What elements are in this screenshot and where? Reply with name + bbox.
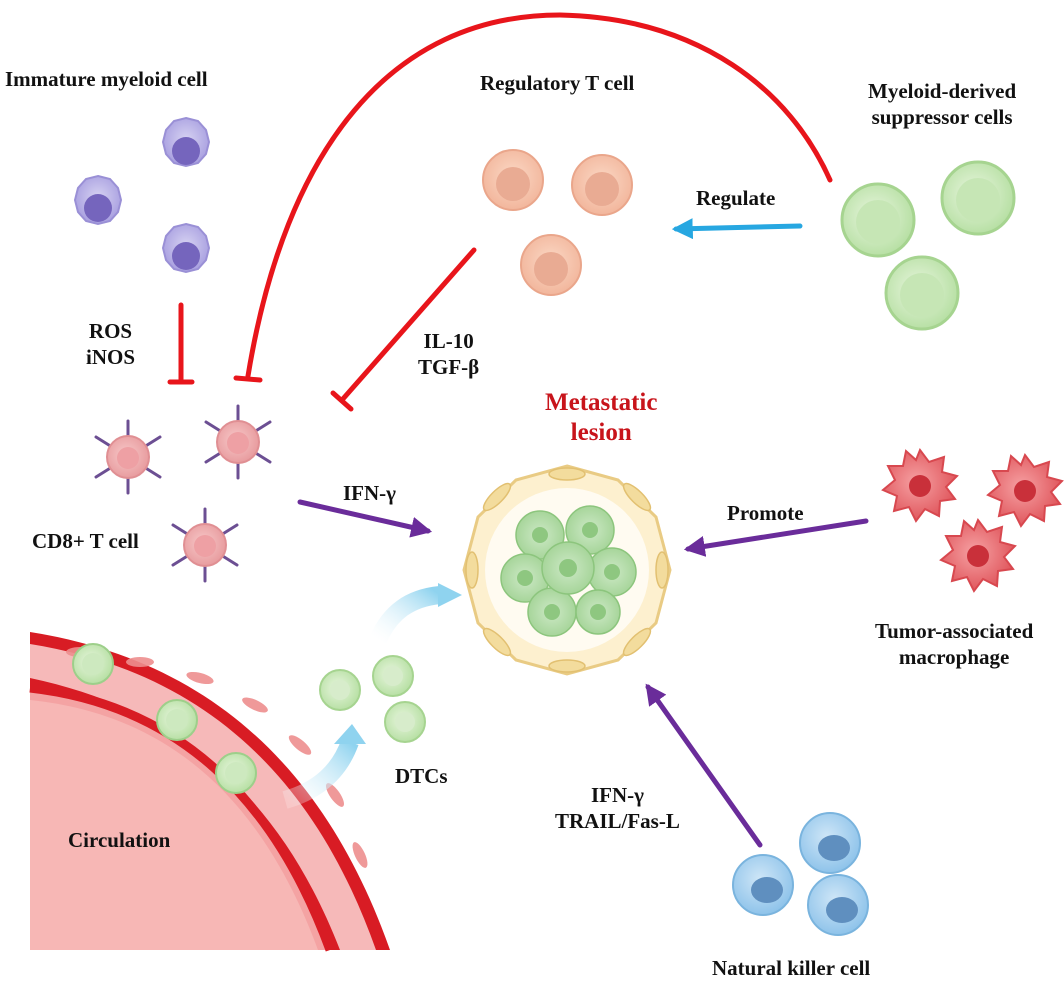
tumor-associated-macrophage-icon: [881, 447, 1064, 593]
label-metastatic-line2: lesion: [570, 419, 632, 446]
label-cd8: CD8+ T cell: [32, 529, 139, 553]
label-mdsc: Myeloid-derived suppressor cells: [868, 78, 1016, 130]
label-promote: Promote: [727, 501, 804, 525]
label-trail: TRAIL/Fas-L: [555, 809, 680, 833]
circulating-cells: [72, 643, 257, 794]
mdsc-cell-icon: [840, 160, 1016, 331]
regulate-arrow: [671, 218, 803, 240]
label-circulation: Circulation: [68, 828, 171, 852]
label-regulatory-t: Regulatory T cell: [480, 71, 635, 95]
regulatory-t-cell-icon: [482, 149, 633, 296]
label-ros: ROS: [88, 319, 133, 343]
label-dtcs: DTCs: [395, 764, 448, 788]
blood-vessel-icon: [29, 632, 390, 952]
promote-arrows: [297, 499, 869, 848]
label-immature-myeloid: Immature myeloid cell: [5, 67, 208, 91]
immature-myeloid-cell-icon: [73, 116, 211, 274]
label-metastatic-lesion: Metastatic lesion: [545, 388, 657, 448]
label-ifng-nk: IFN-γ: [590, 783, 644, 807]
label-tam: Tumor-associated macrophage: [875, 618, 1033, 670]
label-il10-tgfb: IL-10 TGF-β: [418, 328, 479, 380]
treg-inhibit-line: [339, 247, 477, 403]
cd8-t-cell-icon: [94, 404, 272, 583]
inhibition-arrows: [167, 12, 833, 412]
label-ifng-cd8: IFN-γ: [343, 481, 396, 505]
mdsc-inhibit-curve: [245, 12, 833, 379]
label-ros-inos: ROS iNOS: [86, 318, 135, 370]
mdsc-inhibit-bar: [233, 375, 263, 383]
dtc-cell-icon: [319, 655, 426, 743]
label-regulate: Regulate: [696, 186, 776, 210]
label-nk: Natural killer cell: [712, 956, 871, 980]
label-metastatic-line1: Metastatic: [545, 389, 658, 416]
treg-inhibit-bar: [330, 390, 354, 412]
label-tam-line1: Tumor-associated: [875, 619, 1034, 643]
label-mdsc-line1: Myeloid-derived: [868, 79, 1017, 103]
label-mdsc-line2: suppressor cells: [871, 105, 1013, 129]
label-il10: IL-10: [423, 329, 474, 353]
label-tgfb: TGF-β: [418, 355, 480, 379]
label-inos: iNOS: [86, 345, 136, 369]
label-nk-factors: IFN-γ TRAIL/Fas-L: [555, 782, 680, 834]
extravasation-arrows: [282, 583, 462, 809]
metastatic-lesion-icon: [462, 464, 672, 676]
label-tam-line2: macrophage: [898, 645, 1010, 669]
nk-cell-icon: [732, 812, 869, 936]
